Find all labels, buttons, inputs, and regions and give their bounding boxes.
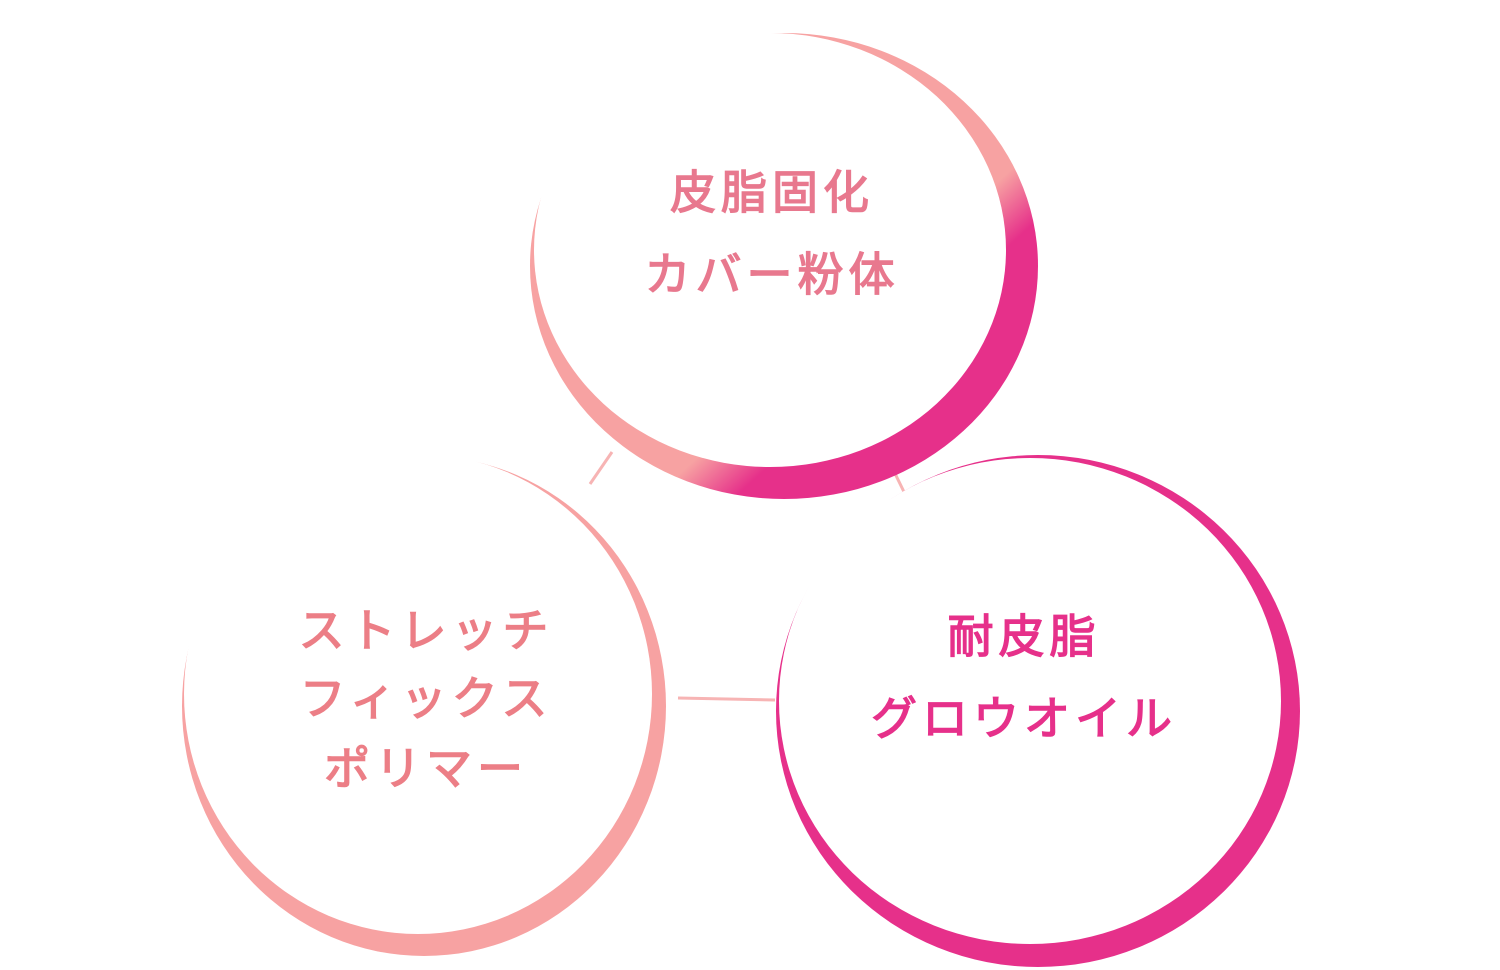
connector-top-left	[588, 451, 614, 485]
node-left-face	[184, 454, 652, 934]
node-top-line-1: 皮脂固化	[670, 166, 874, 220]
node-right-line-2: グロウオイル	[871, 692, 1177, 746]
connector-left-right	[677, 696, 776, 702]
node-left: ストレッチ フィックス ポリマー	[182, 454, 666, 956]
node-top-line-2: カバー粉体	[645, 248, 900, 302]
node-right-face	[779, 458, 1281, 944]
node-top: 皮脂固化 カバー粉体	[530, 33, 1038, 499]
node-right: 耐皮脂 グロウオイル	[776, 455, 1300, 967]
node-top-face	[534, 33, 1006, 467]
node-left-line-3: ポリマー	[324, 742, 528, 796]
node-right-line-1: 耐皮脂	[948, 610, 1101, 664]
node-left-line-2: フィックス	[300, 672, 553, 726]
node-left-line-1: ストレッチ	[299, 604, 554, 658]
